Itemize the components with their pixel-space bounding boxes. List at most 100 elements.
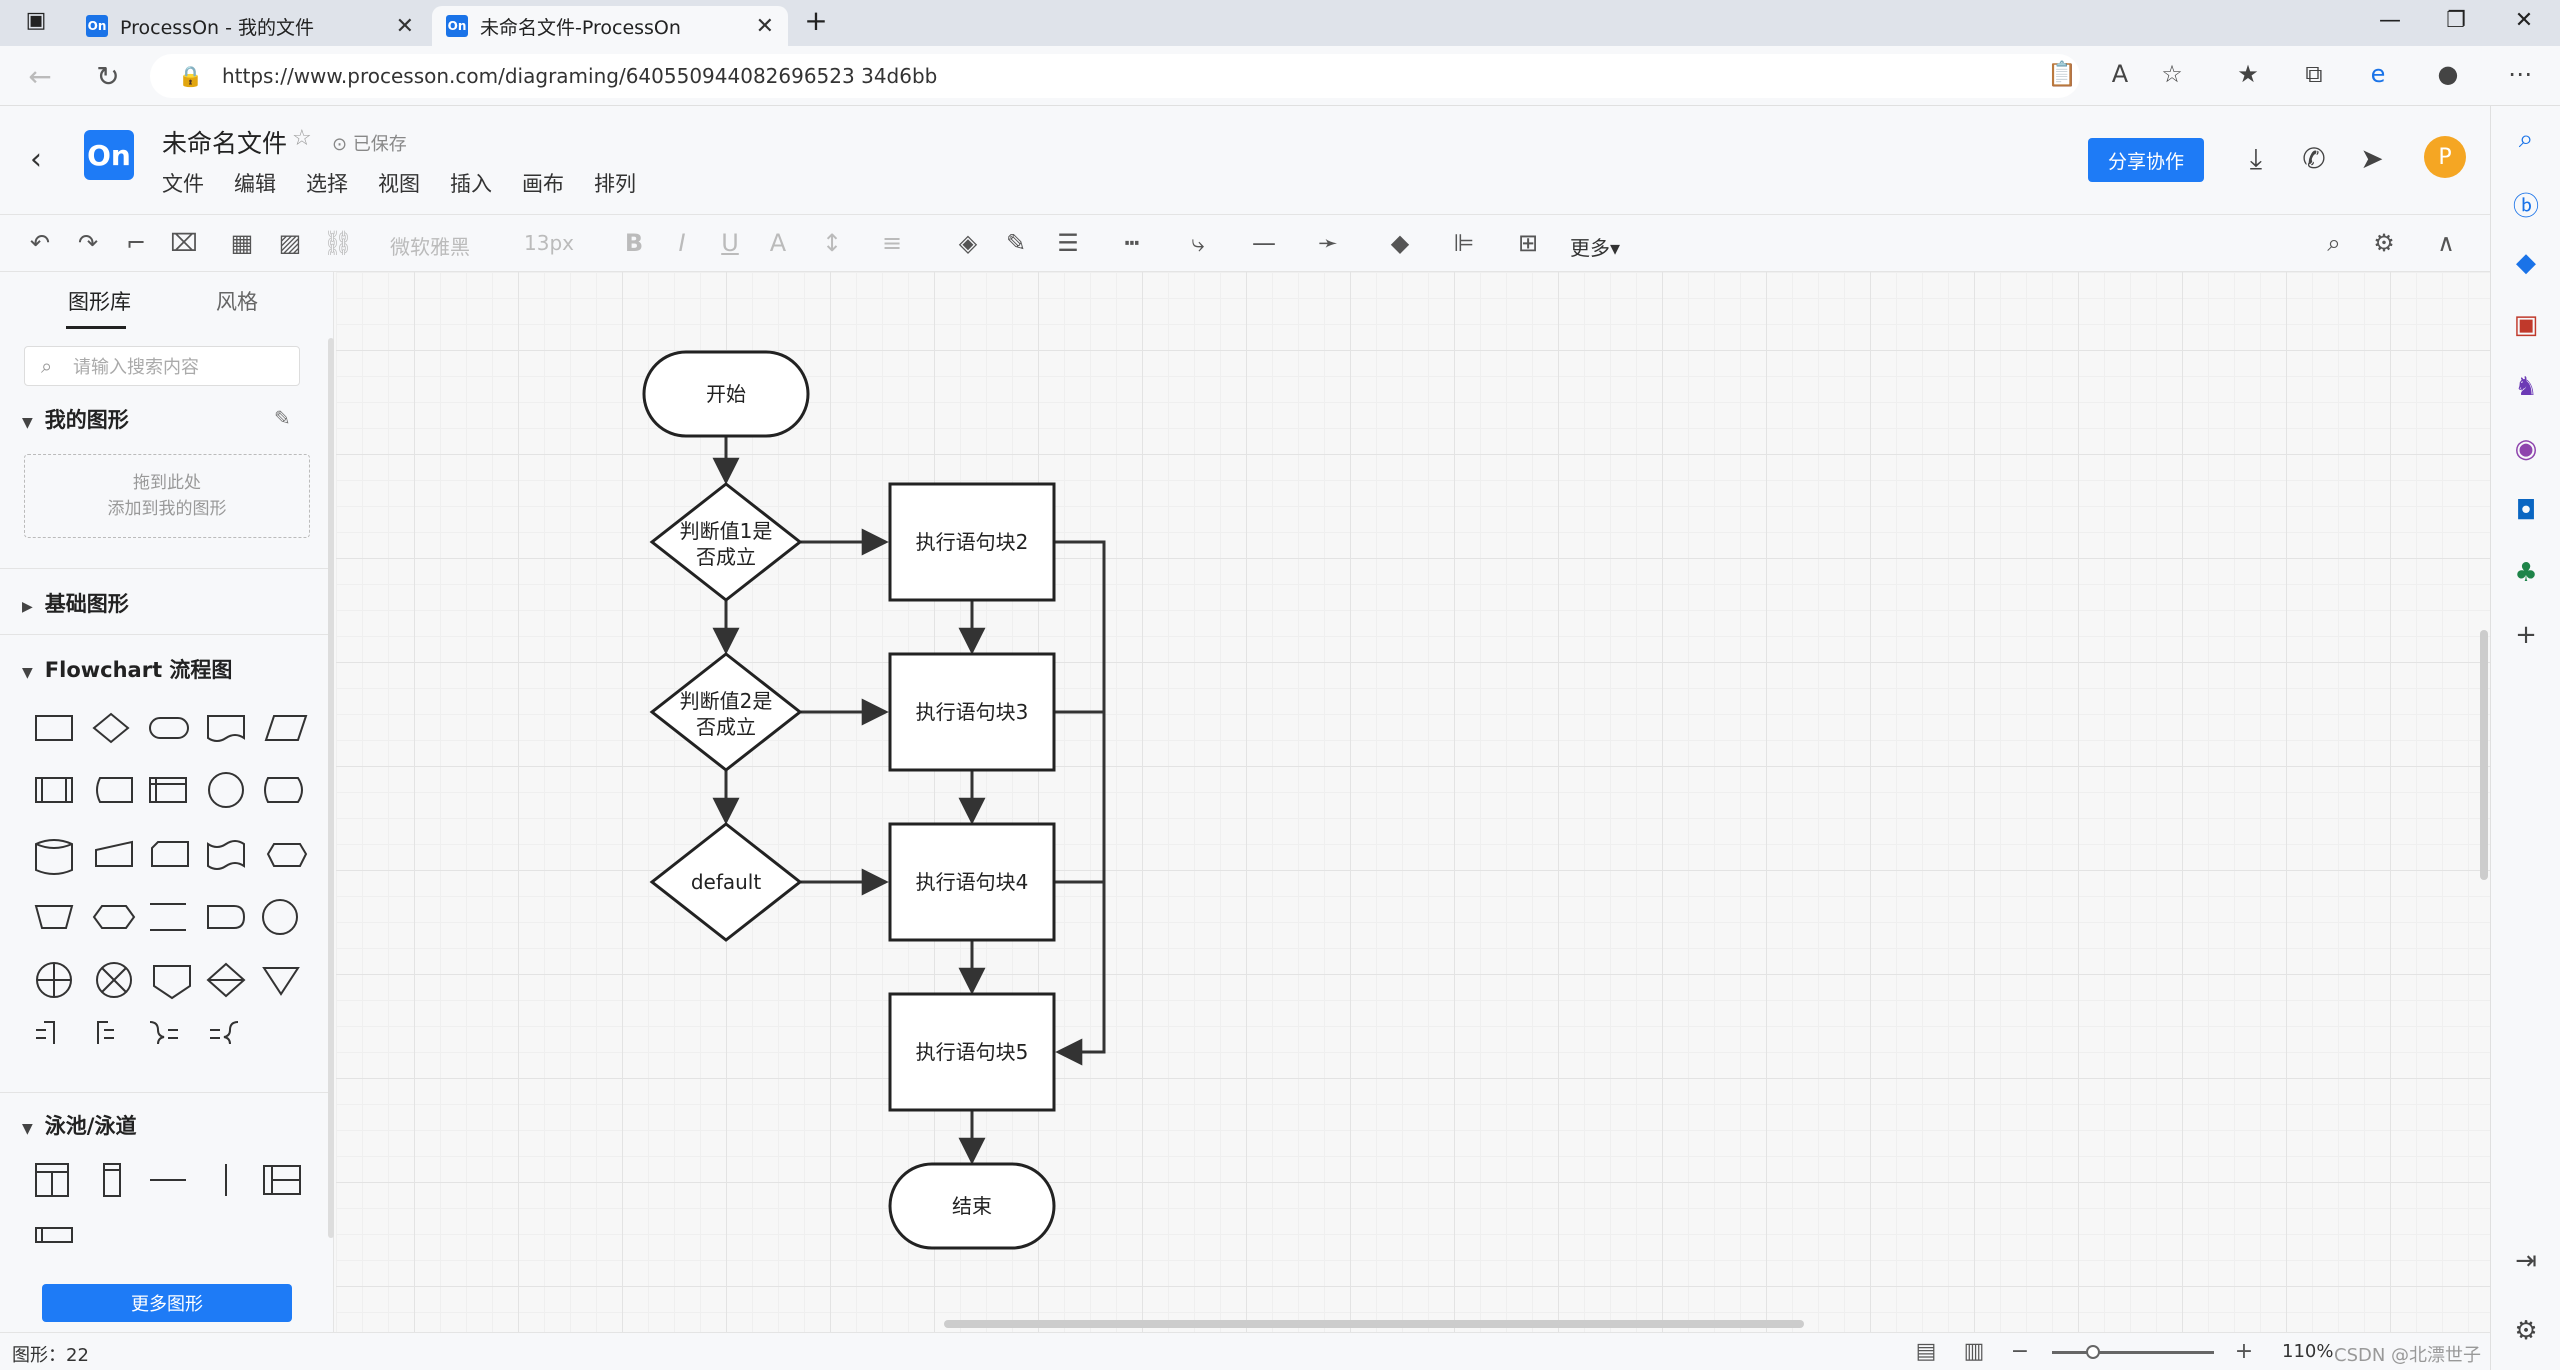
start-terminator[interactable] <box>642 350 810 438</box>
process-shape[interactable] <box>35 715 73 741</box>
tree-icon[interactable]: ♣ <box>2514 558 2538 588</box>
manual-operation-shape[interactable] <box>34 905 74 929</box>
italic-icon[interactable]: I <box>678 229 686 257</box>
edit-icon[interactable]: ✎ <box>274 406 291 430</box>
more-shapes-button[interactable]: 更多图形 <box>42 1284 292 1322</box>
start-arrow-icon[interactable]: — <box>1252 229 1276 257</box>
new-tab-icon[interactable]: + <box>804 4 828 37</box>
collate-shape[interactable] <box>206 962 246 998</box>
share-button[interactable]: 分享协作 <box>2088 138 2204 182</box>
undo-icon[interactable]: ↶ <box>29 229 51 257</box>
send-icon[interactable]: ➤ <box>2360 142 2384 175</box>
sidebar-toggle-icon[interactable]: ⇥ <box>2515 1246 2537 1276</box>
diagram-canvas[interactable]: 开始 判断值1是 否成立 判断值2是 否成立 default 执行语句块2 执行… <box>336 272 2490 1332</box>
line-style-icon[interactable]: ┅ <box>1124 229 1140 257</box>
lane-horizontal-shape[interactable] <box>35 1227 73 1243</box>
zoom-slider[interactable] <box>2052 1351 2214 1354</box>
decision-1[interactable] <box>649 482 803 602</box>
shape-style-icon[interactable]: ▦ <box>230 229 254 257</box>
align-icon[interactable]: ≡ <box>881 229 903 257</box>
connector-line[interactable] <box>1054 540 1106 1066</box>
on-page-ref-shape[interactable] <box>262 899 298 935</box>
gear-icon[interactable]: ⚙ <box>2514 1316 2538 1346</box>
document-shape[interactable] <box>207 715 245 742</box>
data-shape[interactable] <box>264 715 308 741</box>
bing-icon[interactable]: ⓑ <box>2512 192 2539 222</box>
tab-shape-library[interactable]: 图形库 <box>68 290 131 314</box>
preparation-shape[interactable] <box>92 905 136 929</box>
url-input[interactable]: 🔒 https://www.processon.com/diagraming/6… <box>150 54 2080 98</box>
find-icon[interactable]: ⌕ <box>2327 229 2341 257</box>
favorites-icon[interactable]: ★ <box>2237 60 2259 88</box>
or-shape[interactable] <box>96 962 132 998</box>
window-close-icon[interactable]: ✕ <box>2514 8 2534 33</box>
shopping-tag-icon[interactable]: ◆ <box>2516 248 2536 278</box>
connector-shape[interactable] <box>208 772 244 808</box>
direct-data-shape[interactable] <box>264 777 303 803</box>
office-icon[interactable]: ◉ <box>2514 434 2538 464</box>
decision-3[interactable] <box>649 822 803 942</box>
predefined-process-shape[interactable] <box>35 777 73 803</box>
terminator-shape[interactable] <box>149 717 189 739</box>
menu-insert[interactable]: 插入 <box>450 172 492 196</box>
more-dropdown[interactable]: 更多▾ <box>1570 236 1621 260</box>
download-icon[interactable]: ⤓ <box>2249 142 2263 175</box>
redo-icon[interactable]: ↷ <box>77 229 99 257</box>
tab-actions-icon[interactable]: ▣ <box>25 8 47 33</box>
back-arrow-icon[interactable]: ‹ <box>30 142 42 177</box>
browser-tab-1[interactable]: On ProcessOn - 我的文件 ✕ <box>72 6 428 46</box>
bold-icon[interactable]: B <box>624 229 644 257</box>
browser-tab-2[interactable]: On 未命名文件-ProcessOn ✕ <box>432 6 788 46</box>
database-shape[interactable] <box>35 839 73 875</box>
shape-search-input[interactable]: ⌕ 请输入搜索内容 <box>24 346 300 386</box>
canvas-vertical-scrollbar[interactable] <box>2480 630 2488 880</box>
process-block-2[interactable] <box>888 482 1056 602</box>
font-size-select[interactable]: 13px <box>524 231 574 255</box>
section-swimlane[interactable]: ▼泳池/泳道 <box>22 1110 136 1140</box>
section-basic-shapes[interactable]: ▶基础图形 <box>22 588 129 618</box>
fill-color-icon[interactable]: ◈ <box>958 229 978 257</box>
delay-shape[interactable] <box>207 905 246 929</box>
font-color-icon[interactable]: A <box>769 229 787 257</box>
section-flowchart[interactable]: ▼Flowchart 流程图 <box>22 654 232 684</box>
search-icon[interactable]: ⌕ <box>2518 124 2534 154</box>
close-icon[interactable]: ✕ <box>395 13 414 39</box>
annotation-right-shape[interactable] <box>36 1021 55 1044</box>
add-icon[interactable]: + <box>2515 620 2537 650</box>
edge-icon[interactable]: e <box>2370 60 2386 88</box>
menu-edit[interactable]: 编辑 <box>234 172 276 196</box>
link-icon[interactable]: ⛓ <box>322 229 354 257</box>
clipboard-blocked-icon[interactable]: 📋 <box>2047 60 2077 88</box>
menu-view[interactable]: 视图 <box>378 172 420 196</box>
brace-right-shape[interactable] <box>149 1021 178 1044</box>
clear-format-icon[interactable]: ⌧ <box>170 229 198 257</box>
align-shapes-icon[interactable]: ⊫ <box>1453 229 1475 257</box>
process-block-5[interactable] <box>888 992 1056 1112</box>
section-my-shapes[interactable]: ▼我的图形 <box>22 404 129 434</box>
end-terminator[interactable] <box>888 1162 1056 1250</box>
internal-storage-shape[interactable] <box>149 777 187 803</box>
layer-icon[interactable]: ◆ <box>1390 229 1410 257</box>
profile-icon[interactable]: ● <box>2437 60 2459 88</box>
avatar[interactable]: P <box>2424 136 2466 178</box>
phone-icon[interactable]: ✆ <box>2302 142 2326 175</box>
annotation-left-shape[interactable] <box>97 1021 114 1044</box>
tools-icon[interactable]: ▣ <box>2513 310 2539 340</box>
read-aloud-icon[interactable]: A <box>2111 60 2129 88</box>
close-icon[interactable]: ✕ <box>755 13 774 39</box>
format-painter-icon[interactable]: ⌐ <box>125 229 147 257</box>
map-icon[interactable]: ▥ <box>1963 1339 1985 1364</box>
zoom-out-icon[interactable]: − <box>2010 1339 2030 1364</box>
line-color-icon[interactable]: ✎ <box>1005 229 1027 257</box>
zoom-slider-knob[interactable] <box>2085 1345 2100 1359</box>
manual-input-shape[interactable] <box>95 840 133 867</box>
outline-icon[interactable]: ▤ <box>1915 1339 1937 1364</box>
favorite-add-icon[interactable]: ☆ <box>2161 60 2183 88</box>
tape-shape[interactable] <box>207 840 245 870</box>
settings-sliders-icon[interactable]: ⚙ <box>2373 229 2395 257</box>
zoom-in-icon[interactable]: + <box>2234 1339 2254 1364</box>
processon-logo[interactable]: On <box>84 130 134 180</box>
image-icon[interactable]: ▨ <box>278 229 302 257</box>
my-shapes-drop-area[interactable]: 拖到此处 添加到我的图形 <box>24 454 310 538</box>
brace-left-shape[interactable] <box>210 1021 239 1044</box>
